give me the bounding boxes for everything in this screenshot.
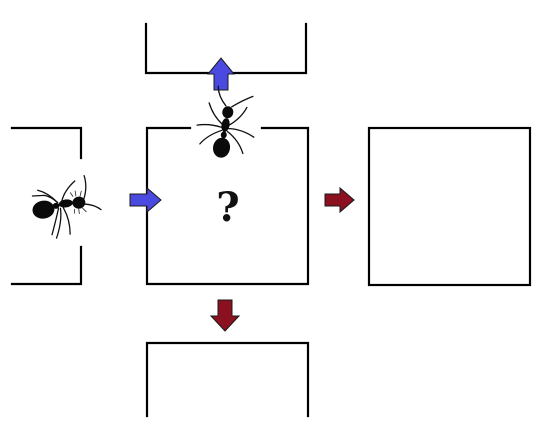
- left-box: [10, 126, 83, 286]
- arrow-up-blue: [206, 57, 236, 91]
- arrow-right-icon: [129, 186, 162, 214]
- arrow-down-icon: [209, 299, 241, 332]
- arrow-down-red: [209, 299, 241, 332]
- arrow-right-blue: [129, 186, 162, 214]
- arrow-right-red: [324, 186, 355, 214]
- ant-icon: [196, 85, 255, 158]
- bottom-box: [145, 341, 310, 418]
- ant-icon: [31, 174, 102, 239]
- center-box: [145, 126, 310, 286]
- right-box: [367, 126, 532, 287]
- arrow-right-icon: [324, 186, 355, 214]
- question-mark: ?: [216, 184, 239, 231]
- arrow-up-icon: [206, 57, 236, 91]
